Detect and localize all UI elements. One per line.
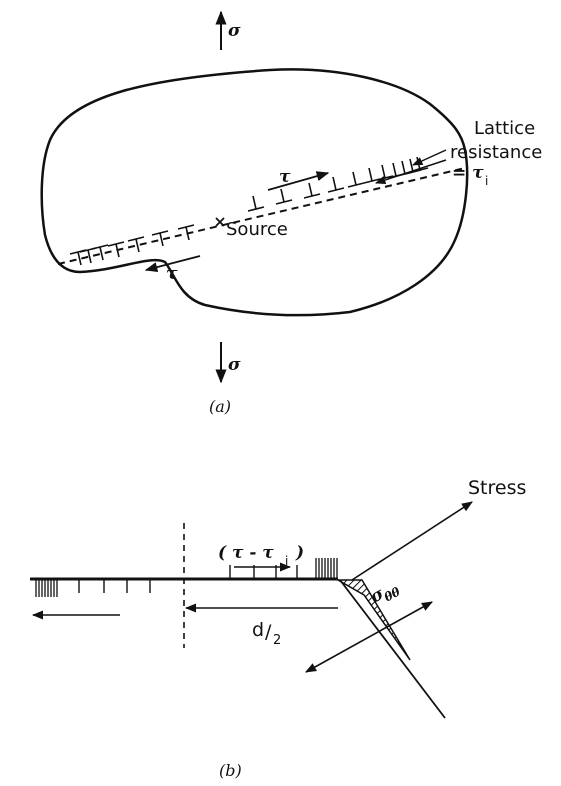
dislocations-left <box>69 224 195 266</box>
slip-plane <box>57 167 466 265</box>
left-pileup-cluster <box>35 580 58 597</box>
dislocation <box>363 167 381 184</box>
sigma-theta-sub: θθ <box>382 585 403 605</box>
grain-outline <box>40 68 469 317</box>
panel-a: σ <box>40 10 542 416</box>
sigma-top-label: σ <box>228 21 241 41</box>
dislocation <box>327 176 345 193</box>
lattice-pointer-1 <box>412 149 447 166</box>
tau-upper-arrow <box>267 171 330 191</box>
left-dislocations <box>78 580 151 593</box>
lattice-resistance-eq: = τ <box>452 163 484 183</box>
lattice-resistance-line1: Lattice <box>474 118 535 139</box>
dislocation <box>151 230 169 247</box>
dislocation <box>107 241 125 258</box>
half-d-den: 2 <box>273 633 281 648</box>
dislocation <box>303 182 321 199</box>
source-mark <box>215 217 225 227</box>
tau-diff-sub: i <box>285 554 288 568</box>
tau-diff-label: ( τ - τ <box>218 543 274 563</box>
caption-b: (b) <box>219 761 242 780</box>
right-dislocations <box>229 565 298 578</box>
lattice-pointer-2 <box>375 159 447 185</box>
tau-upper-label: τ <box>279 167 291 187</box>
lattice-resistance-line2: resistance <box>450 142 542 163</box>
dislocation <box>247 195 265 212</box>
right-pileup-cluster <box>315 558 338 578</box>
dislocation <box>275 188 293 205</box>
lattice-resistance-sub: i <box>485 174 488 188</box>
source-label: Source <box>226 219 288 240</box>
dislocation <box>177 224 195 241</box>
half-d-slash: / <box>265 621 272 643</box>
dislocation <box>69 249 87 266</box>
stress-label: Stress <box>468 477 526 499</box>
dislocation <box>347 171 365 188</box>
tau-diff-close: ) <box>295 543 304 563</box>
tau-lower-arrow <box>144 255 201 273</box>
stress-arrow <box>351 501 473 581</box>
tau-lower-label: τ <box>166 264 178 284</box>
sigma-theta-arrow <box>305 601 433 673</box>
half-d-num: d <box>252 619 264 641</box>
dislocation <box>127 236 145 253</box>
caption-a: (a) <box>209 397 231 416</box>
sigma-bottom-label: σ <box>228 355 241 375</box>
panel-b: Stress ( τ - τ i ) <box>30 477 526 780</box>
